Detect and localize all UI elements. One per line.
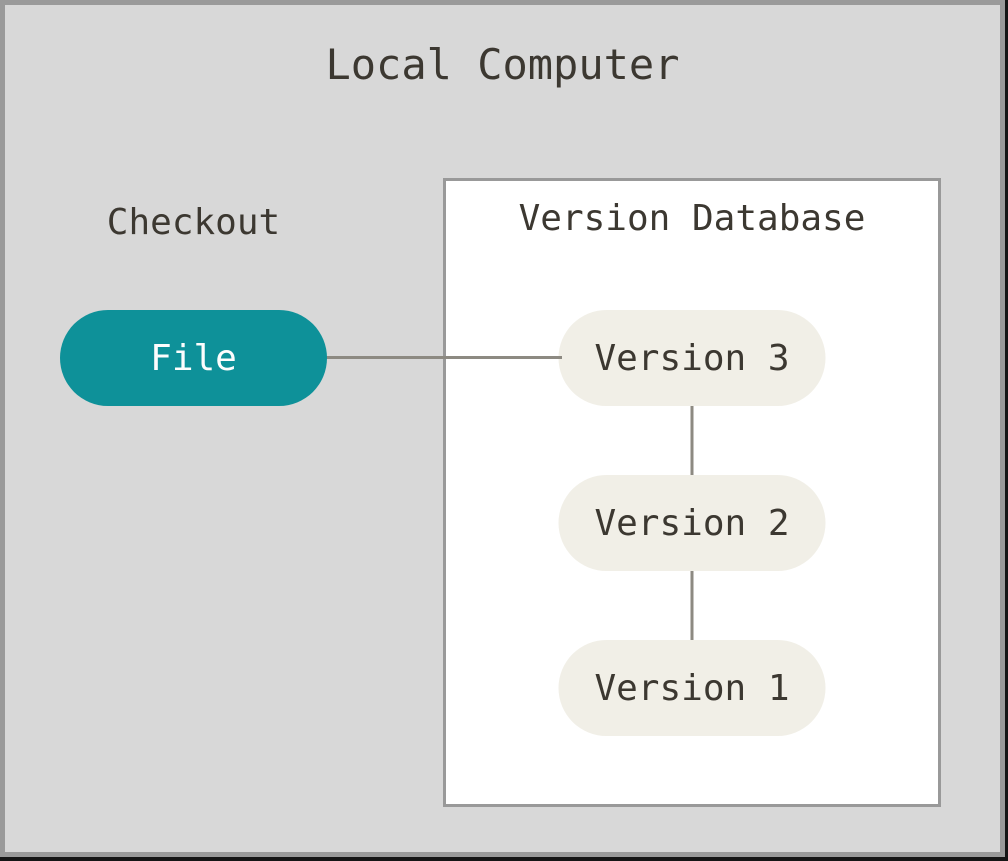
diagram-title: Local Computer [325, 40, 680, 89]
file-to-version3-connector [323, 356, 562, 359]
version2-to-version1-connector [690, 571, 694, 640]
version-database-box: Version Database Version 3 Version 2 Ver… [443, 178, 941, 807]
version-3-label: Version 3 [594, 337, 790, 379]
version-2-node: Version 2 [558, 475, 826, 571]
version-3-node: Version 3 [558, 310, 826, 406]
checkout-label: Checkout [106, 202, 281, 243]
version3-to-version2-connector [690, 406, 694, 475]
version-1-label: Version 1 [594, 667, 790, 709]
version-database-title: Version Database [518, 198, 866, 239]
version-1-node: Version 1 [558, 640, 826, 736]
file-node-label: File [150, 337, 237, 379]
version-2-label: Version 2 [594, 502, 790, 544]
file-node: File [60, 310, 327, 406]
